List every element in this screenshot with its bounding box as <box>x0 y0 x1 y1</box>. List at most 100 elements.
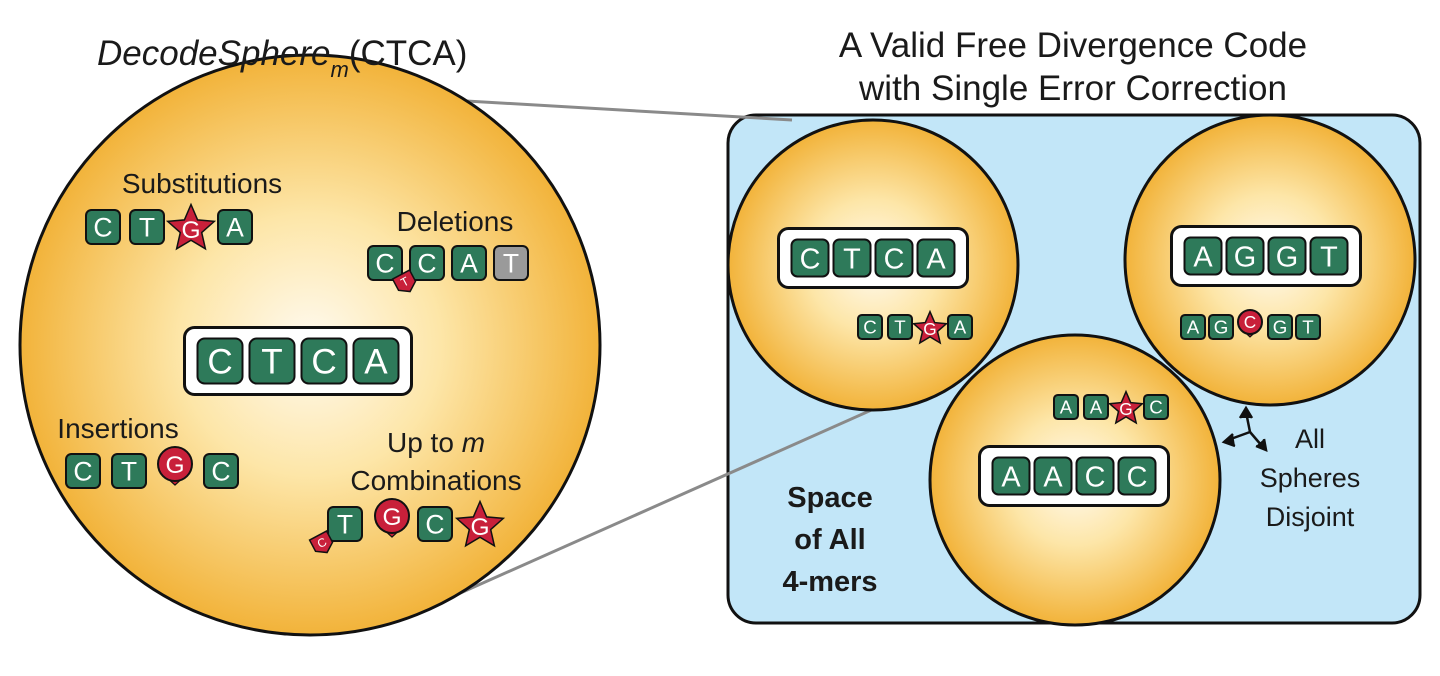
insertion-letter-bg <box>203 453 239 489</box>
sphere3-variant-letter-bg <box>1143 394 1169 420</box>
substitution-letter-star <box>165 202 217 251</box>
deleted-letter-tag: T <box>391 269 417 293</box>
center-codeword-letter: T <box>261 343 282 382</box>
sphere2-variant-letter-bg <box>1295 314 1321 340</box>
space-label-line2: of All <box>794 524 865 556</box>
combination-letter-bg <box>327 506 363 542</box>
sphere1-variant-letter-bg <box>947 314 973 340</box>
sphere2-variant-letter-bg <box>1208 314 1234 340</box>
sphere3-codeword-letter-bg <box>991 456 1031 496</box>
combination-deleted-letter-tag: C <box>308 530 334 554</box>
deletion-letter-bg <box>493 245 529 281</box>
right-title-line1: A Valid Free Divergence Code <box>839 26 1307 65</box>
deletion-letter-bg <box>367 245 403 281</box>
sphere2-codeword-letter-bg <box>1225 236 1265 276</box>
sphere2-variant-letter-bg <box>1267 314 1293 340</box>
substitution-letter: G <box>181 217 200 244</box>
sphere3-codeword-letter: C <box>1085 461 1106 493</box>
deletion-letter: A <box>460 249 478 279</box>
sphere3-variant-letter-bg <box>1053 394 1079 420</box>
sphere3-variant-letter: A <box>1090 397 1103 418</box>
sphere1-variant-letter: A <box>954 317 967 338</box>
sphere2-codeword-letter-bg <box>1183 236 1223 276</box>
right-title-line2: with Single Error Correction <box>858 69 1287 108</box>
disjoint-label-line3: Disjoint <box>1266 502 1355 532</box>
substitutions-label: Substitutions <box>122 168 282 199</box>
insertion-letter-circle <box>157 446 193 482</box>
sphere2-codeword-letter: G <box>1234 241 1256 273</box>
center-codeword-letter-bg <box>248 337 296 385</box>
sphere1-variant-letter-bg <box>857 314 883 340</box>
sphere1-codeword-letter-bg <box>832 238 872 278</box>
sphere3-codeword-letter-bg <box>1117 456 1157 496</box>
combination-deleted-letter-tag-shape <box>308 530 334 554</box>
substitution-letter-bg <box>85 209 121 245</box>
center-codeword-letter: A <box>364 343 388 382</box>
sphere2-codeword-letter: T <box>1320 241 1338 273</box>
substitution-letter-bg <box>217 209 253 245</box>
substitution-letter: C <box>93 213 112 243</box>
space-label-line1: Space <box>787 482 872 514</box>
combination-letter-circle <box>374 498 410 534</box>
deletion-letter-bg <box>451 245 487 281</box>
disjoint-label-line2: Spheres <box>1260 463 1361 493</box>
sphere2-variant-letter: T <box>1302 317 1313 338</box>
combination-letter: G <box>470 514 489 541</box>
combination-letter: C <box>425 510 444 540</box>
sphere1-variant-letter: C <box>863 317 877 338</box>
disjoint-label-line1: All <box>1295 424 1325 454</box>
center-codeword-letter-bg <box>300 337 348 385</box>
insertions-label: Insertions <box>57 413 178 444</box>
insertion-letter-bg <box>65 453 101 489</box>
combination-letter-bg <box>417 506 453 542</box>
center-codeword-letter-bg <box>196 337 244 385</box>
center-codeword-letter-bg <box>352 337 400 385</box>
substitution-letter: A <box>226 213 244 243</box>
sphere3-variant-letter-star <box>1107 389 1145 425</box>
sphere3-codeword-letter-bg <box>1033 456 1073 496</box>
sphere1-codeword-letter: C <box>884 243 905 275</box>
sphere1-codeword-letter-bg <box>874 238 914 278</box>
substitution-letter-bg <box>129 209 165 245</box>
insertion-letter: G <box>165 452 184 479</box>
sphere1-codeword-letter: C <box>800 243 821 275</box>
substitution-letter: T <box>139 213 155 243</box>
sphere1-codeword-letter-bg <box>790 238 830 278</box>
combination-letter-star <box>454 499 506 548</box>
sphere2-variant-letter: G <box>1214 317 1229 338</box>
sphere1-variant-letter-bg <box>887 314 913 340</box>
insertion-letter: T <box>121 457 137 487</box>
insertion-letter-bg <box>111 453 147 489</box>
left-title: DecodeSpherem(CTCA) <box>97 34 467 82</box>
sphere3-variant-letter: C <box>1149 397 1163 418</box>
insertion-letter: C <box>73 457 92 487</box>
disjoint-arrows-icon <box>1221 405 1268 452</box>
sphere3-codeword-letter-bg <box>1075 456 1115 496</box>
sphere3-variant-letter-bg <box>1083 394 1109 420</box>
combinations-label-line1: Up to m <box>387 427 485 458</box>
space-label-line3: 4-mers <box>782 566 877 598</box>
sphere1-codeword-letter: T <box>843 243 861 275</box>
combinations-label-line2: Combinations <box>350 465 521 496</box>
sphere1-variant-letter: G <box>923 319 936 339</box>
sphere2-variant-letter-bg <box>1180 314 1206 340</box>
deletion-letter: T <box>503 249 519 279</box>
sphere2-variant-letter-circle <box>1237 309 1263 335</box>
sphere3-variant-letter: A <box>1060 397 1073 418</box>
sphere2-codeword-letter-bg <box>1309 236 1349 276</box>
zoom-line-bottom <box>437 390 913 605</box>
center-codeword-letter: C <box>207 343 232 382</box>
sphere1-codeword-letter: A <box>926 243 946 275</box>
sphere3-variant-letter: G <box>1119 399 1132 419</box>
sphere3-codeword-letter: A <box>1043 461 1063 493</box>
sphere2-codeword-letter: A <box>1193 241 1213 273</box>
sphere2-variant-letter: G <box>1273 317 1288 338</box>
deletions-label: Deletions <box>397 206 514 237</box>
combination-letter: T <box>337 510 353 540</box>
deletion-letter-bg <box>409 245 445 281</box>
sphere2-codeword-letter: G <box>1276 241 1298 273</box>
sphere1-codeword-letter-bg <box>916 238 956 278</box>
deletion-letter: C <box>417 249 436 279</box>
